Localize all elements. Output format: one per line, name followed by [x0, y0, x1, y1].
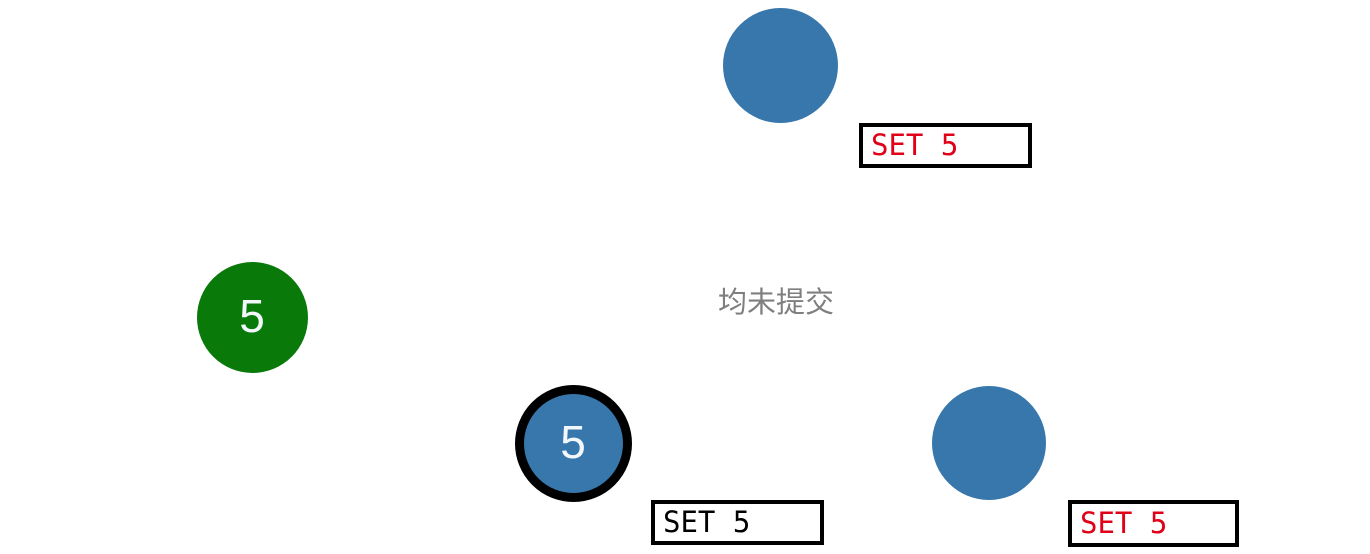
set-value-box[interactable]: SET 5	[651, 500, 824, 545]
graph-node[interactable]	[932, 386, 1046, 500]
graph-node[interactable]: 5	[196, 261, 308, 373]
graph-node[interactable]: 5	[514, 384, 632, 502]
node-label: 5	[239, 290, 265, 342]
set-value-text: SET 5	[1080, 506, 1168, 540]
set-value-text: SET 5	[663, 505, 751, 539]
node-label: 5	[560, 416, 586, 468]
set-value-text: SET 5	[871, 128, 959, 162]
graph-node[interactable]	[722, 7, 838, 123]
set-value-box[interactable]: SET 5	[859, 123, 1032, 168]
set-value-box[interactable]: SET 5	[1068, 500, 1239, 547]
status-message: 均未提交	[718, 285, 835, 319]
